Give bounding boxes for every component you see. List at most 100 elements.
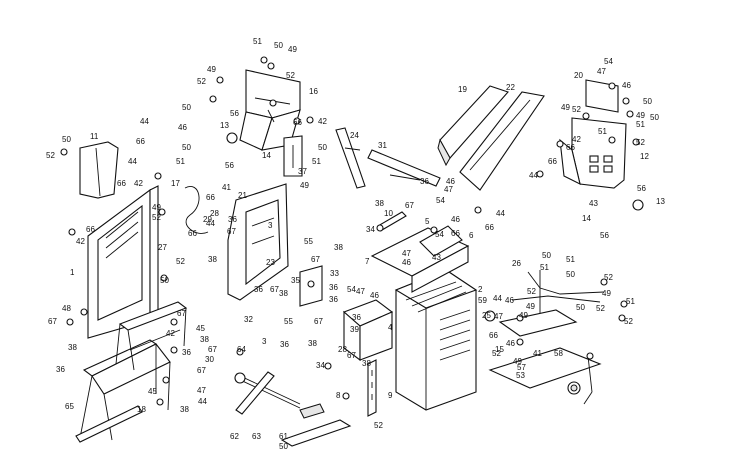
part-label-44: 44 [128,157,137,166]
part-label-27: 27 [158,243,167,252]
top-hardware [209,56,314,144]
part-label-67: 67 [197,366,206,375]
part-label-36: 36 [228,215,237,224]
panel-22 [459,91,545,191]
linkage-26 [511,270,628,322]
part-label-51: 51 [253,37,262,46]
part-label-58: 58 [554,349,563,358]
part-label-25: 25 [482,311,491,320]
part-label-67: 67 [405,201,414,210]
lever-53 [567,352,594,405]
part-label-65: 65 [65,402,74,411]
part-label-36: 36 [280,340,289,349]
bracket-33 [299,265,323,307]
part-label-55: 55 [304,237,313,246]
part-label-35: 35 [291,276,300,285]
bracket-37 [283,135,303,177]
part-label-44: 44 [496,209,505,218]
part-label-44: 44 [493,294,502,303]
part-label-5: 5 [425,217,430,226]
part-label-50: 50 [62,135,71,144]
part-label-16: 16 [309,87,318,96]
part-label-50: 50 [274,41,283,50]
part-label-49: 49 [288,45,297,54]
part-label-36: 36 [182,348,191,357]
part-label-49: 49 [602,289,611,298]
part-label-6: 6 [469,231,474,240]
part-label-41: 41 [222,183,231,192]
part-label-8: 8 [336,391,341,400]
part-label-51: 51 [636,120,645,129]
part-label-14: 14 [582,214,591,223]
part-label-59: 59 [478,296,487,305]
part-label-51: 51 [312,157,321,166]
cable-17 [184,186,209,234]
part-label-44: 44 [140,117,149,126]
part-label-49: 49 [561,103,570,112]
frame-1 [66,172,162,339]
part-label-66: 66 [548,157,557,166]
part-label-34: 34 [366,225,375,234]
part-label-19: 19 [458,85,467,94]
part-label-47: 47 [494,312,503,321]
part-label-66: 66 [136,137,145,146]
part-label-51: 51 [540,263,549,272]
part-label-46: 46 [402,258,411,267]
part-label-46: 46 [506,339,515,348]
part-label-36: 36 [254,285,263,294]
part-label-44: 44 [529,171,538,180]
part-label-17: 17 [171,179,180,188]
part-label-50: 50 [182,143,191,152]
part-label-57: 57 [517,363,526,372]
part-label-52: 52 [286,71,295,80]
part-label-38: 38 [375,199,384,208]
part-label-67: 67 [48,317,57,326]
part-label-49: 49 [636,111,645,120]
part-label-66: 66 [86,225,95,234]
part-label-13: 13 [220,121,229,130]
part-label-55: 55 [284,317,293,326]
part-label-38: 38 [279,289,288,298]
hood-part-16 [239,69,301,151]
part-label-50: 50 [650,113,659,122]
part-label-28: 28 [210,209,219,218]
bar-64 [235,371,275,415]
part-label-67: 67 [347,351,356,360]
part-label-66: 66 [293,118,302,127]
part-label-7: 7 [365,257,370,266]
part-label-46: 46 [622,81,631,90]
part-label-50: 50 [160,276,169,285]
part-label-28: 28 [338,345,347,354]
part-label-66: 66 [188,229,197,238]
part-label-56: 56 [230,109,239,118]
part-label-51: 51 [626,297,635,306]
part-label-61: 61 [279,432,288,441]
part-label-52: 52 [152,213,161,222]
part-label-52: 52 [374,421,383,430]
part-label-51: 51 [176,157,185,166]
part-label-66: 66 [206,193,215,202]
part-label-62: 62 [230,432,239,441]
part-label-49: 49 [300,181,309,190]
part-label-51: 51 [598,127,607,136]
part-label-45: 45 [196,324,205,333]
part-label-32: 32 [244,315,253,324]
part-label-66: 66 [451,229,460,238]
part-label-41: 41 [533,349,542,358]
part-label-3: 3 [268,221,273,230]
slotted-bar-8 [367,359,377,417]
part-label-66: 66 [117,179,126,188]
part-label-36: 36 [420,177,429,186]
part-label-53: 53 [516,371,525,380]
part-label-52: 52 [176,257,185,266]
panel-11 [60,141,119,199]
part-label-50: 50 [576,303,585,312]
part-label-42: 42 [134,179,143,188]
part-label-56: 56 [637,184,646,193]
plate-15 [488,309,602,389]
pipe-24 [335,127,366,189]
part-label-52: 52 [572,105,581,114]
part-label-50: 50 [643,97,652,106]
part-label-42: 42 [318,117,327,126]
